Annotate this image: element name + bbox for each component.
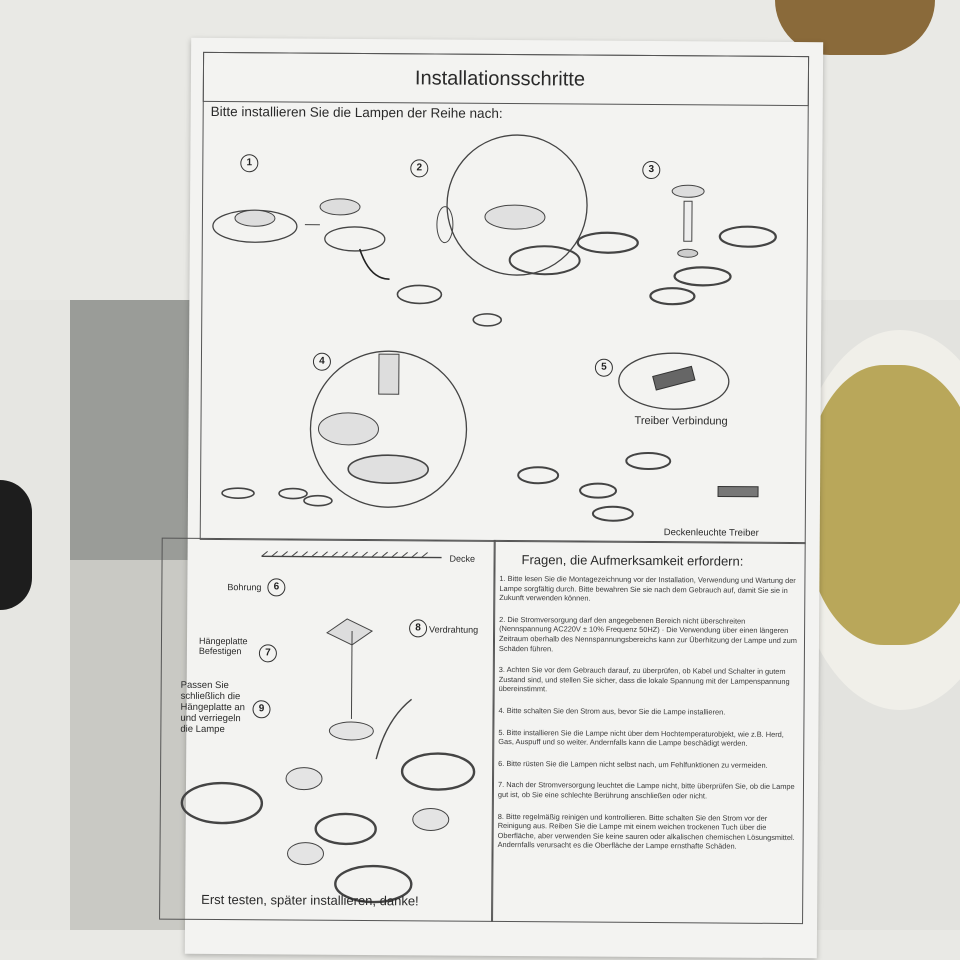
note-2: 2. Die Stromversorgung darf den angegebe… bbox=[498, 614, 797, 653]
final-lamp-diagram bbox=[180, 618, 476, 904]
step3-diagram bbox=[576, 184, 777, 306]
lamp-base-inner bbox=[805, 365, 960, 645]
note-4: 4. Bitte schalten Sie den Strom aus, bev… bbox=[498, 705, 726, 717]
driver-connection-label: Treiber Verbindung bbox=[634, 414, 728, 428]
note-3: 3. Achten Sie vor dem Gebrauch darauf, z… bbox=[498, 665, 790, 694]
note-7: 7. Nach der Stromversorgung leuchtet die… bbox=[497, 780, 795, 801]
subtitle: Bitte installieren Sie die Lampen der Re… bbox=[210, 103, 503, 121]
note-8: 8. Bitte regelmäßig reinigen und kontrol… bbox=[497, 811, 795, 851]
step2-diagram bbox=[396, 134, 588, 327]
note-6: 6. Bitte rüsten Sie die Lampen nicht sel… bbox=[498, 758, 768, 770]
attention-notes: 1. Bitte lesen Sie die Montagezeichnung … bbox=[497, 574, 799, 864]
note-5: 5. Bitte installieren Sie die Lampe nich… bbox=[498, 727, 784, 748]
step5-diagram bbox=[517, 352, 759, 522]
instruction-sheet: Installationsschritte Bitte installieren… bbox=[159, 37, 824, 959]
attention-title: Fragen, die Aufmerksamkeit erfordern: bbox=[521, 552, 744, 569]
step4-diagram bbox=[221, 350, 468, 508]
footer-text: Erst testen, später installieren, danke! bbox=[201, 891, 419, 909]
note-1: 1. Bitte lesen Sie die Montagezeichnung … bbox=[499, 573, 796, 603]
ceiling-line bbox=[261, 550, 442, 559]
ceiling-label: Decke bbox=[449, 553, 476, 564]
foam-left bbox=[0, 300, 70, 960]
foam-hole bbox=[0, 480, 32, 610]
page-title: Installationsschritte bbox=[414, 67, 586, 91]
ceiling-driver-label: Deckenleuchte Treiber bbox=[663, 527, 759, 539]
step1-diagram bbox=[212, 198, 390, 280]
step-number-1: 1 bbox=[240, 154, 259, 173]
